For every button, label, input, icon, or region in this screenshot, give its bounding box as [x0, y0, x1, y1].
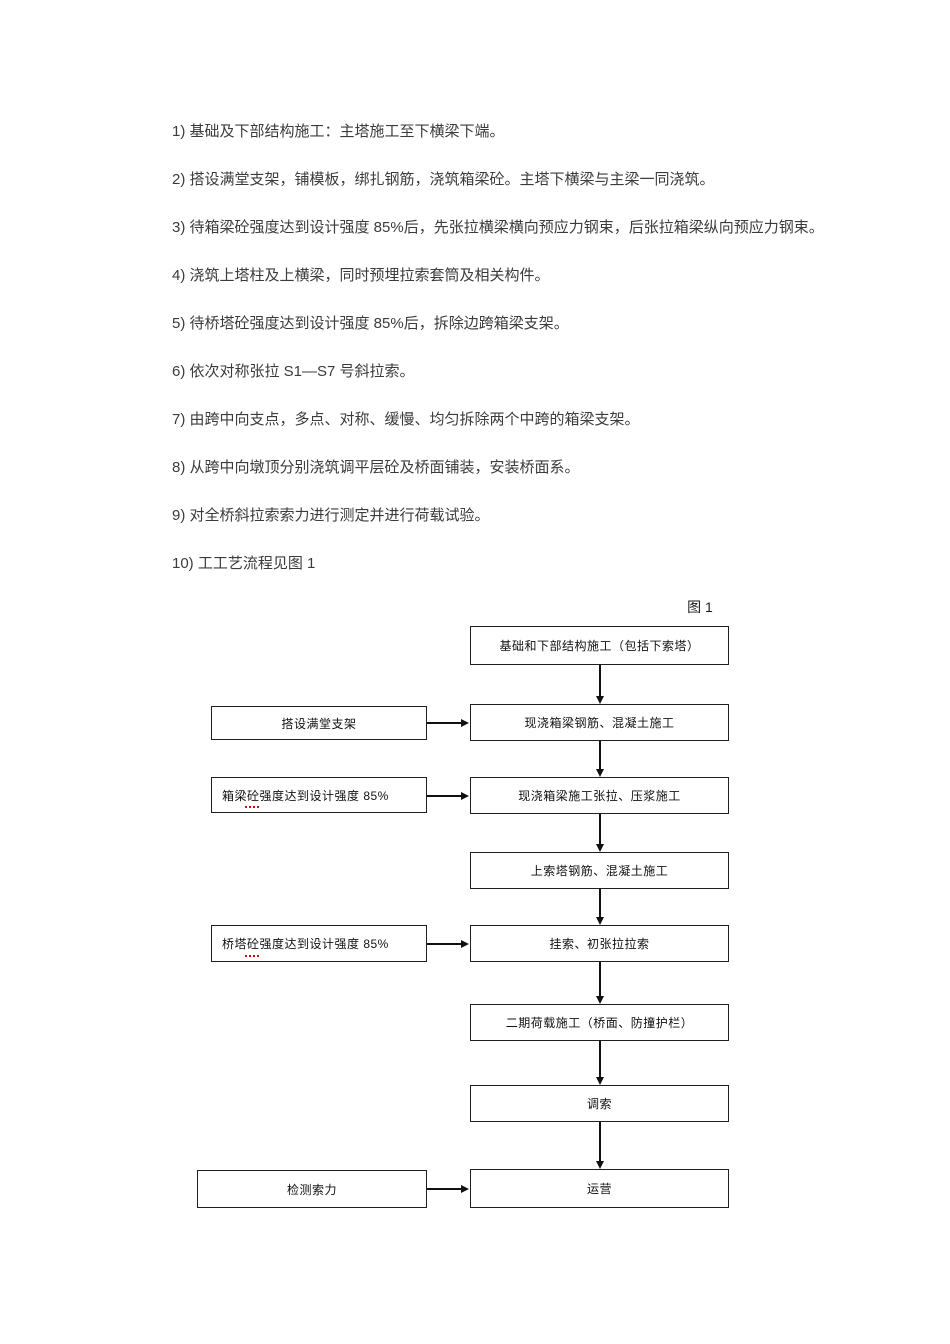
flow-box-girder-strength-label: 箱梁砼强度达到设计强度 85% — [222, 788, 389, 803]
doc-paragraph: 10) 工工艺流程见图 1 — [172, 555, 316, 572]
flow-box-cable-adjust: 调索 — [470, 1085, 729, 1122]
flow-arrow-right — [427, 940, 469, 947]
procedure-list: 1) 基础及下部结构施工：主塔施工至下横梁下端。 2) 搭设满堂支架，铺模板，绑… — [172, 122, 852, 602]
flow-arrow-down — [596, 1041, 603, 1085]
spellcheck-underline — [245, 954, 259, 957]
flow-arrow-down — [596, 665, 603, 704]
flow-arrow-right — [427, 792, 469, 799]
flow-box-girder-strength: 箱梁砼强度达到设计强度 85% — [211, 777, 427, 813]
doc-paragraph: 8) 从跨中向墩顶分别浇筑调平层砼及桥面铺装，安装桥面系。 — [172, 459, 580, 476]
flow-box-second-stage-load: 二期荷载施工（桥面、防撞护栏） — [470, 1004, 729, 1041]
flow-arrow-right — [427, 1185, 469, 1192]
flow-box-cable-install: 挂索、初张拉拉索 — [470, 925, 729, 962]
doc-paragraph: 1) 基础及下部结构施工：主塔施工至下横梁下端。 — [172, 123, 505, 140]
doc-paragraph: 7) 由跨中向支点，多点、对称、缓慢、均匀拆除两个中跨的箱梁支架。 — [172, 411, 640, 428]
figure-label: 图 1 — [687, 599, 713, 615]
flow-arrow-down — [596, 814, 603, 852]
doc-paragraph: 5) 待桥塔砼强度达到设计强度 85%后，拆除边跨箱梁支架。 — [172, 315, 569, 332]
flow-box-tower-strength-label: 桥塔砼强度达到设计强度 85% — [222, 937, 389, 951]
flow-arrow-right — [427, 719, 469, 726]
flow-box-tension-grouting: 现浇箱梁施工张拉、压浆施工 — [470, 777, 729, 814]
flow-box-cable-force-test: 检测索力 — [197, 1170, 427, 1208]
doc-paragraph: 4) 浇筑上塔柱及上横梁，同时预埋拉索套筒及相关构件。 — [172, 267, 550, 284]
flow-box-operation: 运营 — [470, 1169, 729, 1208]
flow-arrow-down — [596, 962, 603, 1004]
flow-arrow-down — [596, 889, 603, 925]
doc-paragraph: 3) 待箱梁砼强度达到设计强度 85%后，先张拉横梁横向预应力钢束，后张拉箱梁纵… — [172, 219, 824, 236]
flow-box-scaffold: 搭设满堂支架 — [211, 706, 427, 740]
flow-box-foundation: 基础和下部结构施工（包括下索塔） — [470, 626, 729, 665]
flow-arrow-down — [596, 1122, 603, 1169]
doc-paragraph: 6) 依次对称张拉 S1—S7 号斜拉索。 — [172, 363, 415, 380]
flow-arrow-down — [596, 741, 603, 777]
spellcheck-underline — [245, 805, 259, 808]
doc-paragraph: 2) 搭设满堂支架，铺模板，绑扎钢筋，浇筑箱梁砼。主塔下横梁与主梁一同浇筑。 — [172, 171, 715, 188]
doc-paragraph: 9) 对全桥斜拉索索力进行测定并进行荷载试验。 — [172, 507, 490, 524]
flow-box-cast-girder: 现浇箱梁钢筋、混凝土施工 — [470, 704, 729, 741]
flow-box-upper-tower: 上索塔钢筋、混凝土施工 — [470, 852, 729, 889]
flow-box-tower-strength: 桥塔砼强度达到设计强度 85% — [211, 925, 427, 962]
